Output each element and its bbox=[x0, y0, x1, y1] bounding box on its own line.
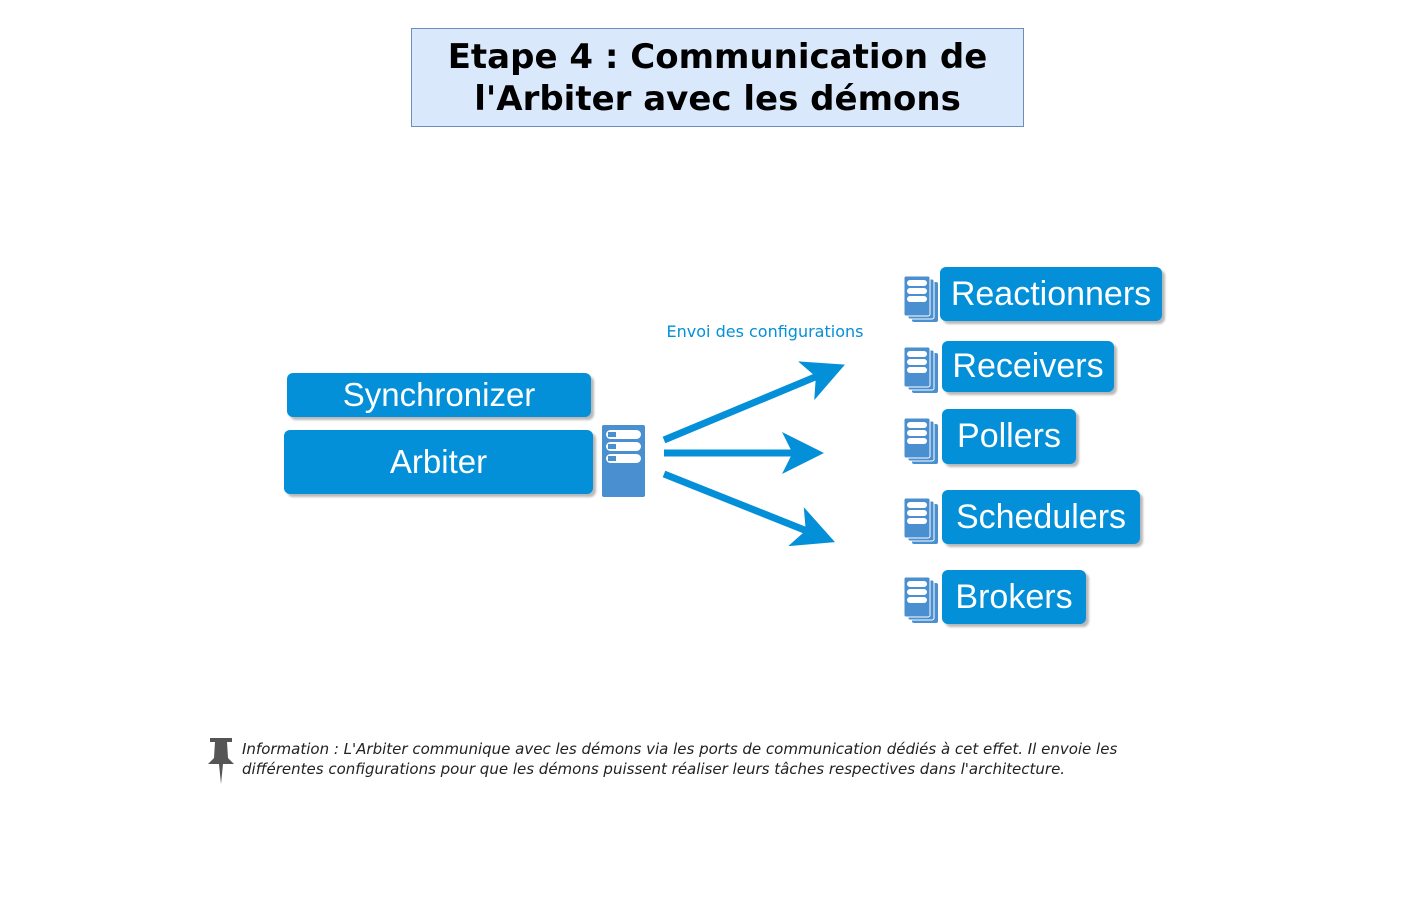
daemon-receivers: Receivers bbox=[942, 341, 1114, 392]
daemon-pollers: Pollers bbox=[942, 409, 1076, 464]
daemon-schedulers: Schedulers bbox=[942, 490, 1140, 544]
server-stack-icon bbox=[904, 276, 938, 322]
arrow-up bbox=[662, 361, 845, 444]
info-note: Information : L'Arbiter communique avec … bbox=[242, 740, 1118, 778]
title-box: Etape 4 : Communication de l'Arbiter ave… bbox=[411, 28, 1024, 127]
pushpin-icon bbox=[208, 738, 234, 784]
arbiter-node: Arbiter bbox=[284, 430, 593, 494]
daemon-brokers: Brokers bbox=[942, 570, 1086, 624]
daemon-reactionners: Reactionners bbox=[940, 267, 1162, 321]
arrow-label: Envoi des configurations bbox=[666, 322, 864, 341]
server-stack-icon bbox=[904, 498, 938, 544]
server-icon bbox=[602, 425, 645, 497]
server-stack-icon bbox=[904, 418, 938, 464]
arrow-down bbox=[662, 470, 836, 547]
server-stack-icon bbox=[904, 577, 938, 623]
server-stack-icon bbox=[904, 347, 938, 393]
synchronizer-node: Synchronizer bbox=[287, 373, 591, 417]
diagram-title: Etape 4 : Communication de l'Arbiter ave… bbox=[447, 36, 988, 119]
